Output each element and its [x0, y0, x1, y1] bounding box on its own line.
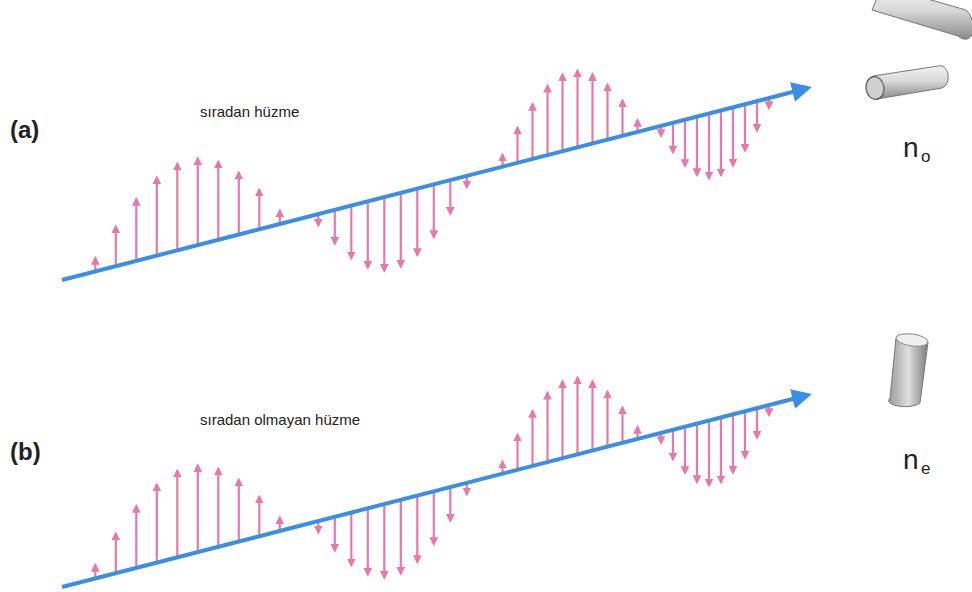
field-vector: [696, 424, 698, 483]
panel-letter: (a): [10, 118, 39, 142]
field-vector: [606, 391, 608, 446]
field-vector: [433, 491, 435, 544]
field-vector: [744, 411, 746, 458]
refractive-index-symbol: n: [903, 446, 919, 474]
field-vector: [576, 70, 578, 147]
field-vector: [217, 161, 219, 239]
field-vector: [708, 114, 710, 179]
field-vector: [383, 197, 385, 271]
field-vector: [516, 434, 518, 469]
field-vector: [238, 479, 240, 541]
field-vector: [531, 104, 533, 159]
beam-label: sıradan olmayan hüzme: [200, 412, 360, 427]
field-vector: [176, 470, 178, 557]
propagation-axis: [62, 395, 808, 587]
refractive-index-symbol: n: [903, 134, 919, 162]
field-vector: [744, 104, 746, 151]
panel-letter: (b): [10, 440, 41, 464]
field-vector: [672, 430, 674, 460]
field-vector: [217, 468, 219, 546]
field-vector: [383, 504, 385, 578]
field-vector: [115, 226, 117, 266]
field-vector: [367, 201, 369, 268]
field-vector: [684, 427, 686, 474]
field-vector: [756, 408, 758, 438]
field-vector: [135, 199, 137, 261]
field-vector: [400, 500, 402, 574]
field-vector: [238, 172, 240, 234]
field-vector: [350, 513, 352, 566]
field-vector: [561, 381, 563, 458]
field-vector: [449, 487, 451, 521]
field-vector: [135, 506, 137, 568]
field-vector: [115, 533, 117, 573]
field-vector: [546, 393, 548, 463]
field-vector: [334, 517, 336, 551]
field-vector: [531, 411, 533, 466]
field-vector: [720, 110, 722, 175]
field-vector: [732, 414, 734, 473]
field-vector: [350, 206, 352, 259]
field-vector: [334, 210, 336, 244]
field-vector: [416, 189, 418, 256]
molecule-cylinder: [889, 332, 929, 407]
field-vector: [708, 421, 710, 486]
propagation-axis: [62, 88, 808, 280]
molecule-cylinder: [872, 0, 972, 39]
field-vector: [197, 465, 199, 552]
field-vector: [621, 407, 623, 442]
index-subscript: e: [921, 460, 930, 477]
field-vector: [416, 496, 418, 563]
field-vector: [720, 417, 722, 482]
field-vector: [576, 377, 578, 454]
field-vector: [449, 180, 451, 214]
field-vector: [591, 381, 593, 451]
molecule-cylinder: [864, 66, 948, 101]
field-vector: [258, 189, 260, 229]
beam-label: sıradan hüzme: [200, 104, 299, 119]
field-vector: [696, 117, 698, 176]
field-vector: [561, 74, 563, 151]
field-vector: [156, 484, 158, 562]
field-vector: [367, 508, 369, 575]
field-vector: [756, 101, 758, 131]
field-vector: [591, 74, 593, 144]
field-vector: [672, 123, 674, 153]
field-vector: [546, 86, 548, 156]
index-subscript: o: [921, 148, 930, 165]
field-vector: [176, 163, 178, 250]
field-vector: [156, 177, 158, 255]
field-vector: [684, 120, 686, 167]
field-vector: [606, 84, 608, 139]
field-vector: [400, 193, 402, 267]
field-vector: [197, 158, 199, 245]
field-vector: [732, 107, 734, 166]
field-vector: [621, 100, 623, 135]
field-vector: [516, 127, 518, 162]
field-vector: [433, 184, 435, 237]
field-vector: [258, 496, 260, 536]
